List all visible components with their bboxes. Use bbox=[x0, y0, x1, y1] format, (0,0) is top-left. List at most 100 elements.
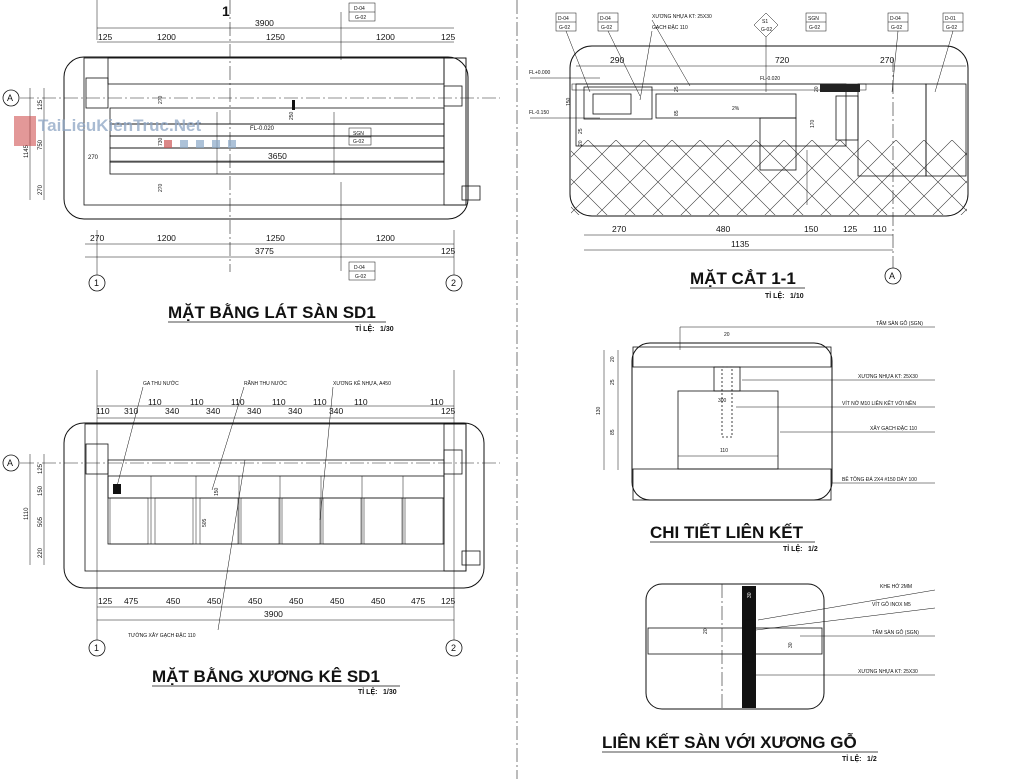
plan2-bottom-total: 3900 bbox=[264, 609, 283, 619]
plan2-joist-2 bbox=[154, 497, 194, 545]
section-bottom-dim-5: 110 bbox=[873, 224, 887, 234]
detail2-cloud-border bbox=[645, 583, 825, 710]
section-sump bbox=[759, 117, 797, 171]
plan2-axis-2-bubble bbox=[445, 639, 463, 657]
plan2-axis-a-label: A bbox=[7, 458, 13, 468]
section-vdim-7: 170 bbox=[810, 119, 816, 128]
section-tag-2-sheet: G-02 bbox=[601, 25, 612, 31]
plan1-level: FL-0.020 bbox=[250, 126, 275, 132]
plan1-section-mark: 1 bbox=[222, 3, 230, 19]
plan2-scale: 1/30 bbox=[383, 689, 397, 696]
plan1-bottom-dim-4: 1200 bbox=[376, 233, 395, 243]
detail1-floor-board bbox=[632, 346, 832, 368]
plan2-cloud-border bbox=[63, 422, 485, 589]
plan2-joist-4 bbox=[240, 497, 280, 545]
detail2-label-3: TẤM SÀN GỖ (SGN) bbox=[872, 629, 919, 636]
detail2-screw bbox=[744, 619, 754, 663]
plan2-bottom-dim-9: 475 bbox=[411, 596, 425, 606]
section-bottom-dim-1: 270 bbox=[612, 224, 626, 234]
watermark-logo bbox=[14, 116, 36, 146]
plan1-board-5 bbox=[109, 161, 445, 175]
detail1-label-5: BÊ TÔNG ĐÁ 2X4 #150 DÀY 100 bbox=[842, 475, 917, 483]
section-vdim-5: 25 bbox=[674, 86, 680, 92]
section-leader-xuong bbox=[651, 19, 691, 87]
plan2-label-ga: GA THU NƯỚC bbox=[143, 380, 179, 387]
plan2-label-ranh: RÃNH THU NƯỚC bbox=[244, 380, 287, 387]
detail2-title: LIÊN KẾT SÀN VỚI XƯƠNG GỖ bbox=[602, 733, 857, 752]
plan1-axis-1-label: 1 bbox=[94, 278, 99, 288]
section-label-gach: GẠCH ĐẶC 110 bbox=[652, 24, 688, 31]
detail1-dim-mid: 300 bbox=[718, 398, 727, 404]
detail2-scale-label: TỈ LỆ: bbox=[842, 754, 861, 763]
section-cloud-border bbox=[569, 45, 969, 217]
detail2-label-1: KHE HỞ 2MM bbox=[880, 583, 912, 590]
plan1-inner-d3: 270 bbox=[158, 95, 164, 104]
plan1-column-right bbox=[443, 85, 463, 107]
plan2-joist-6 bbox=[322, 497, 362, 545]
plan1-left-dim-1: 125 bbox=[38, 99, 44, 110]
detail1-dim-bot: 110 bbox=[720, 448, 728, 454]
section-vdim-6: 20 bbox=[814, 86, 820, 92]
plan1-top-total: 3900 bbox=[255, 18, 274, 28]
section-bottom-dim-4: 125 bbox=[843, 224, 857, 234]
detail1-vdim-2: 25 bbox=[610, 379, 616, 385]
plan1-inner-d2: 730 bbox=[158, 137, 164, 146]
detail-san-xuong-go: KHE HỞ 2MM VÍT GỖ INOX M5 TẤM SÀN GỖ (SG… bbox=[602, 583, 936, 763]
section-bottom-dim-2: 480 bbox=[716, 224, 730, 234]
plan1-scale: 1/30 bbox=[380, 326, 394, 333]
plan2-axis-1-label: 1 bbox=[94, 643, 99, 653]
section-leader-gach bbox=[639, 30, 653, 101]
plan1-tag-sgn bbox=[348, 127, 372, 146]
section-vdim-2: 20 bbox=[578, 140, 584, 146]
plan2-bottom-dim-5: 450 bbox=[248, 596, 262, 606]
detail1-vtotal: 130 bbox=[596, 406, 602, 415]
detail2-scale: 1/2 bbox=[867, 756, 877, 763]
plan2-left-dim-3: 505 bbox=[38, 516, 44, 527]
plan1-column-left bbox=[85, 77, 109, 109]
section-axis-a-bubble bbox=[884, 267, 902, 285]
section-axis-a-label: A bbox=[889, 271, 895, 281]
detail1-brick bbox=[677, 390, 779, 470]
section-bottom-dim-3: 150 bbox=[804, 224, 818, 234]
detail1-title: CHI TIẾT LIÊN KẾT bbox=[650, 523, 804, 542]
plan2-top-edge: 125 bbox=[441, 406, 455, 416]
plan2-leader-ga bbox=[115, 386, 144, 491]
plan2-inner-b: 505 bbox=[202, 518, 208, 527]
plan1-bottom-dim-3: 1250 bbox=[266, 233, 285, 243]
section-bottom-total: 1135 bbox=[731, 239, 750, 249]
section-scale: 1/10 bbox=[790, 293, 804, 300]
section-drain-pipe bbox=[835, 95, 859, 141]
plan1-bottom-dim-5: 125 bbox=[441, 246, 455, 256]
section-slope: 2% bbox=[732, 106, 740, 112]
detail1-vdim-1: 20 bbox=[610, 356, 616, 362]
plan2-wall-right bbox=[443, 423, 467, 572]
detail2-joist bbox=[742, 586, 756, 708]
plan2-top-dim-3: 110 bbox=[148, 397, 162, 407]
plan1-title: MẶT BẰNG LÁT SÀN SD1 bbox=[168, 303, 376, 322]
plan2-drain-right bbox=[461, 550, 481, 566]
section-tag-6-code: D-01 bbox=[945, 16, 956, 22]
detail2-leader-1 bbox=[757, 589, 936, 621]
section-level-0: FL+0.000 bbox=[529, 70, 550, 76]
section-concrete bbox=[575, 83, 847, 147]
section-top-dim-2: 720 bbox=[775, 55, 789, 65]
detail1-concrete bbox=[632, 468, 832, 501]
section-level-2: FL-0.020 bbox=[760, 76, 780, 82]
detail2-floor-board bbox=[647, 627, 823, 655]
plan1-tag-top-sheet: G-02 bbox=[355, 15, 366, 21]
plan1-inner-d4: 270 bbox=[158, 183, 164, 192]
plan2-leader-xuong bbox=[319, 386, 334, 521]
watermark-dot-4 bbox=[212, 140, 220, 148]
section-tag-1-leader bbox=[565, 30, 591, 93]
plan2-inner bbox=[107, 459, 445, 545]
plan2-column-right bbox=[443, 449, 463, 475]
plan2-top-dim-10: 340 bbox=[288, 406, 302, 416]
section-tag-4-code: SGN bbox=[808, 16, 819, 22]
plan1-axis-1-bubble bbox=[88, 274, 106, 292]
plan2-top-dim-1: 110 bbox=[96, 406, 110, 416]
section-tag-s1-code: S1 bbox=[762, 19, 768, 25]
plan2-label-xuong: XƯƠNG KÊ NHỰA, A450 bbox=[333, 379, 391, 387]
detail1-vdim-3: 85 bbox=[610, 429, 616, 435]
plan1-cloud-border bbox=[63, 56, 469, 220]
